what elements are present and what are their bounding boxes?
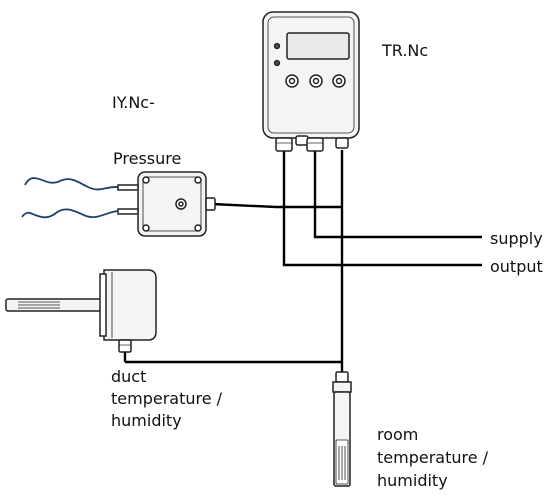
mount-screw	[194, 224, 202, 232]
duct-label-line-2: temperature /	[111, 389, 223, 408]
duct-flange	[99, 273, 107, 337]
room-sensor-gland	[335, 371, 349, 383]
pressure-label: Pressure	[113, 149, 182, 168]
duct-sensor	[5, 269, 157, 362]
pressure-port-core	[178, 201, 184, 207]
output-label: output	[490, 257, 543, 276]
mount-screw	[194, 176, 202, 184]
cable-gland	[275, 137, 293, 152]
control-button-core	[288, 77, 296, 85]
control-button-core	[312, 77, 320, 85]
pressure-hose-top	[24, 177, 119, 191]
controller-display	[286, 32, 350, 60]
output-wire	[282, 150, 482, 267]
hose-nipple	[117, 184, 139, 191]
led-indicator	[273, 42, 281, 50]
cable-gland	[335, 137, 349, 149]
mount-screw	[142, 176, 150, 184]
transmitter-prefix-label: IY.Nc-	[112, 93, 155, 112]
led-indicator	[273, 59, 281, 67]
room-label-line-1: room	[377, 425, 419, 444]
controller-label: TR.Nc	[382, 41, 429, 60]
control-button-core	[335, 77, 343, 85]
supply-label: supply	[490, 229, 543, 248]
pressure-inner-frame	[142, 176, 202, 232]
wiring	[125, 150, 482, 372]
controller-inner-frame	[267, 16, 355, 134]
pressure-transmitter	[117, 171, 216, 237]
controller-housing	[262, 11, 360, 139]
room-label-line-2: temperature /	[377, 448, 489, 467]
room-sensor-hex-nut	[332, 381, 352, 393]
hose-nipple	[117, 208, 139, 215]
controller-device	[262, 11, 360, 152]
mount-screw	[142, 224, 150, 232]
cable-gland	[118, 339, 132, 353]
pressure-wire	[211, 202, 342, 209]
room-label-line-3: humidity	[377, 471, 448, 490]
pressure-hose-bottom	[21, 208, 119, 219]
duct-label-line-1: duct	[111, 367, 147, 386]
cable-gland	[205, 197, 216, 211]
room-sensor	[332, 371, 352, 487]
supply-wire	[313, 150, 482, 239]
cable-gland	[306, 137, 324, 152]
duct-housing	[103, 269, 157, 341]
cable-gland	[295, 135, 309, 146]
duct-label-line-3: humidity	[111, 411, 182, 430]
pressure-hoses	[21, 177, 119, 219]
